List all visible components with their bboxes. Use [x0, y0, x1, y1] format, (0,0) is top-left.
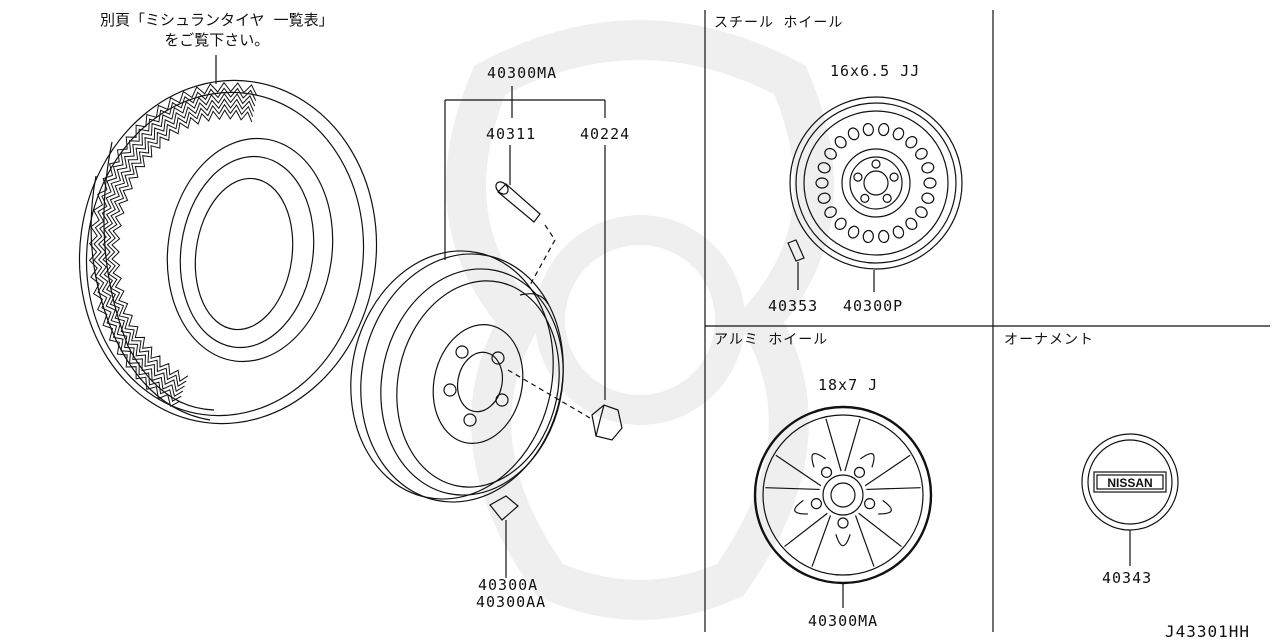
part-label-assembly-main[interactable]: 40300MA	[487, 64, 558, 82]
steel-wheel-drawing	[787, 96, 963, 292]
part-label-ornament[interactable]: 40343	[1102, 569, 1153, 587]
diagram-id: J43301HH	[1165, 622, 1251, 641]
ornament-logo-text: NISSAN	[1107, 476, 1152, 490]
ornament-drawing	[1081, 433, 1179, 566]
section-title-ornament: オーナメント	[1004, 332, 1094, 348]
tire-drawing	[78, 79, 378, 425]
tire-note-line1: 別頁「ミシュランタイヤ 一覧表」	[100, 11, 334, 29]
part-label-weight-a[interactable]: 40300A	[478, 576, 539, 594]
section-title-steel-wheel: スチール ホイール	[714, 15, 844, 31]
section-title-alloy-wheel: アルミ ホイール	[714, 332, 829, 348]
part-label-weight-aa[interactable]: 40300AA	[476, 593, 547, 611]
alloy-wheel-drawing	[753, 405, 933, 608]
wheel-exploded-drawing	[350, 250, 564, 503]
size-label-alloy: 18x7 J	[818, 376, 879, 394]
part-label-valve[interactable]: 40311	[486, 125, 537, 143]
part-label-steel-weight[interactable]: 40353	[768, 297, 819, 315]
tire-note: 別頁「ミシュランタイヤ 一覧表」 をご覧下さい。	[100, 10, 334, 50]
tire-note-line2: をご覧下さい。	[164, 31, 270, 49]
part-label-alloy-wheel[interactable]: 40300MA	[808, 612, 879, 630]
part-label-nut[interactable]: 40224	[580, 125, 631, 143]
nut-drawing	[507, 369, 623, 441]
valve-drawing	[495, 181, 556, 286]
assembly-bracket	[444, 86, 606, 400]
part-label-steel-wheel[interactable]: 40300P	[843, 297, 904, 315]
size-label-steel: 16x6.5 JJ	[830, 62, 921, 80]
weight-drawing	[489, 495, 519, 578]
